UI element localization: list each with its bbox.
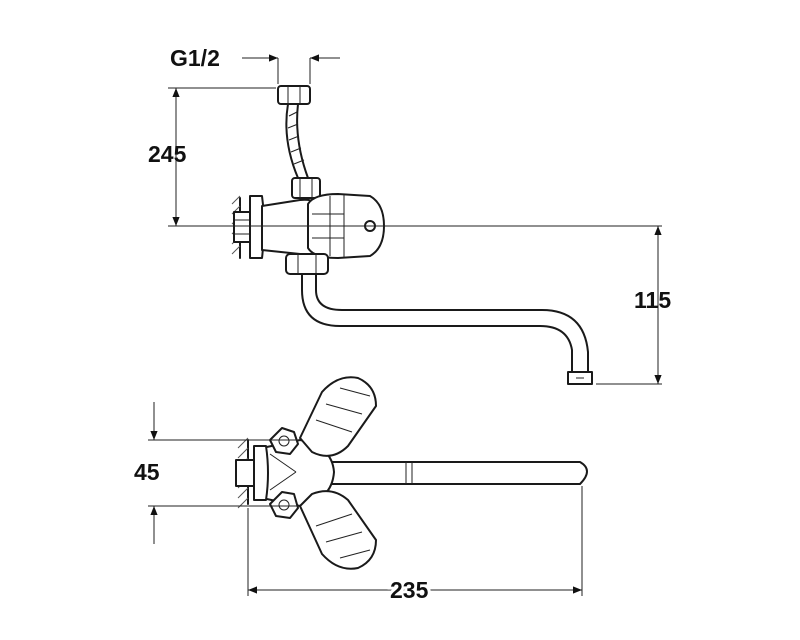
top-nut [277, 85, 311, 105]
dimension-spout-drop-label: 115 [634, 287, 671, 313]
upper-hex-nut [269, 427, 299, 455]
top-view [235, 376, 588, 570]
side-extension-lines [168, 58, 662, 385]
dimension-spout-drop: 115 [634, 226, 671, 384]
dimension-spout-reach: 235 [248, 574, 582, 606]
spout-top [319, 461, 588, 485]
flexible-hose [285, 103, 299, 179]
hose-lower-nut [291, 177, 321, 199]
lower-hex-nut [269, 491, 299, 519]
wall-flange-top [253, 445, 269, 501]
wall-inlet-nut [233, 211, 251, 243]
dimension-thread: G1/2 [170, 45, 340, 71]
spout-swivel-nut [285, 253, 329, 275]
dimension-thread-label: G1/2 [170, 45, 220, 71]
dimension-inlet-height-label: 245 [148, 141, 187, 167]
upper-handle-top [299, 376, 377, 457]
dimension-inlet-height: 245 [148, 88, 187, 226]
dimension-valve-spacing-label: 45 [134, 459, 160, 485]
wall-inlet-top [235, 459, 255, 487]
lower-handle-top [299, 490, 377, 570]
dimension-valve-spacing: 45 [134, 402, 160, 544]
side-view [231, 85, 593, 385]
spout-side [301, 273, 573, 375]
top-extension-lines [148, 439, 583, 596]
dimension-spout-reach-label: 235 [390, 577, 429, 603]
